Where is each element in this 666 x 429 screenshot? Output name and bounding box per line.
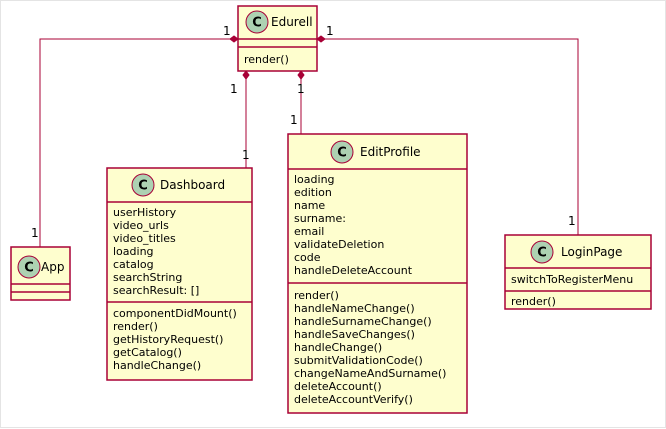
class-stereotype-icon (131, 173, 155, 197)
class-name-loginpage: LoginPage (561, 245, 622, 259)
composition-diamond-loginpage (316, 35, 326, 43)
class-name-app: App (41, 260, 64, 274)
class-name-editprofile: EditProfile (360, 145, 421, 159)
class-edurell: C Edurell render() (237, 5, 318, 72)
class-dashboard: C Dashboard userHistory video_urls video… (106, 167, 253, 381)
multiplicity-editprofile: 1 (290, 113, 298, 127)
class-stereotype-letter: C (24, 261, 34, 276)
class-stereotype-icon (330, 140, 354, 164)
class-stereotype-icon (530, 240, 554, 264)
attribute-validatedeletion: validateDeletion (294, 238, 384, 251)
multiplicity-edurell-app: 1 (223, 24, 231, 38)
method-handlesurnamechange: handleSurnameChange() (294, 315, 432, 328)
class-stereotype-letter: C (337, 146, 347, 161)
method-edurell-render: render() (244, 53, 289, 66)
method-render: render() (294, 289, 339, 302)
composition-diamond-editprofile (297, 70, 305, 80)
attribute-loading: loading (294, 173, 335, 186)
class-stereotype-letter: C (138, 179, 148, 194)
class-stereotype-icon (17, 255, 41, 279)
attribute-video-urls: video_urls (113, 219, 169, 232)
method-handlesavechanges: handleSaveChanges() (294, 328, 415, 341)
method-gethistoryrequest: getHistoryRequest() (113, 333, 223, 346)
multiplicity-dashboard: 1 (242, 148, 250, 162)
attribute-email: email (294, 225, 324, 238)
relation-line-app (39, 38, 230, 247)
class-box-loginpage (504, 234, 652, 310)
method-getcatalog: getCatalog() (113, 346, 182, 359)
method-handlechange: handleChange() (113, 359, 201, 372)
method-deleteaccountverify: deleteAccountVerify() (294, 393, 413, 406)
multiplicity-edurell-loginpage: 1 (326, 24, 334, 38)
multiplicity-loginpage: 1 (568, 214, 576, 228)
attribute-switchtoregistermenu: switchToRegisterMenu (511, 273, 633, 286)
method-handlenamechange: handleNameChange() (294, 302, 415, 315)
attribute-video-titles: video_titles (113, 232, 176, 245)
attribute-catalog: catalog (113, 258, 154, 271)
class-stereotype-letter: C (537, 246, 547, 261)
multiplicity-edurell-dashboard: 1 (230, 82, 238, 96)
class-box-editprofile (287, 133, 468, 414)
attribute-handledeleteaccount: handleDeleteAccount (294, 264, 413, 277)
class-loginpage: C LoginPage switchToRegisterMenu render(… (504, 234, 652, 310)
relation-edurell-dashboard: 1 1 (230, 70, 250, 168)
attribute-userhistory: userHistory (113, 206, 177, 219)
attribute-name: name (294, 199, 325, 212)
method-changenameandsurname: changeNameAndSurname() (294, 367, 446, 380)
class-stereotype-letter: C (252, 16, 262, 31)
relation-edurell-app: 1 1 (31, 24, 239, 247)
method-submitvalidationcode: submitValidationCode() (294, 354, 423, 367)
relation-edurell-loginpage: 1 1 (316, 24, 579, 235)
method-deleteaccount: deleteAccount() (294, 380, 382, 393)
method-handlechange: handleChange() (294, 341, 382, 354)
attribute-surname: surname: (294, 212, 346, 225)
class-name-edurell: Edurell (271, 15, 313, 29)
multiplicity-edurell-editprofile: 1 (297, 82, 305, 96)
class-editprofile: C EditProfile loading edition name surna… (287, 133, 468, 414)
relation-edurell-editprofile: 1 1 (290, 70, 305, 134)
multiplicity-app: 1 (31, 226, 39, 240)
class-stereotype-icon (245, 10, 269, 34)
class-name-dashboard: Dashboard (160, 178, 225, 192)
attribute-searchresult: searchResult: [] (113, 284, 199, 297)
class-app: C App (10, 246, 71, 301)
class-box-dashboard (106, 167, 253, 381)
attribute-loading: loading (113, 245, 154, 258)
method-render: render() (113, 320, 158, 333)
attribute-searchstring: searchString (113, 271, 182, 284)
method-render: render() (511, 295, 556, 308)
composition-diamond-app (229, 35, 239, 43)
attribute-code: code (294, 251, 321, 264)
composition-diamond-dashboard (242, 70, 250, 80)
method-componentdidmount: componentDidMount() (113, 307, 237, 320)
attribute-edition: edition (294, 186, 332, 199)
relation-line-loginpage (325, 38, 579, 235)
